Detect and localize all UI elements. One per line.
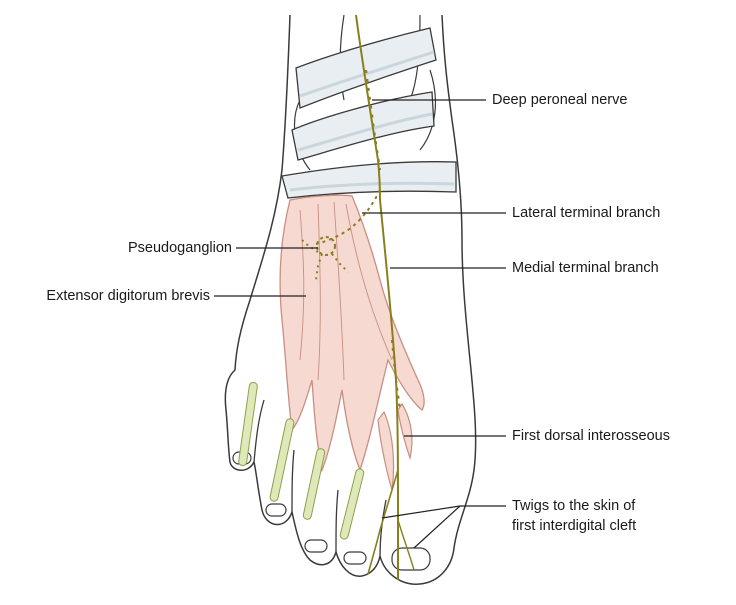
tendon-4 [339,468,365,540]
leader-lines [214,99,506,549]
retinacula [281,27,457,199]
deep-peroneal-nerve-dotted [364,69,382,171]
edb-fiber-1 [299,209,305,361]
edb-fiber-4 [345,203,393,361]
toenail-3 [304,539,328,553]
medial-terminal-branch [379,199,399,580]
deep-peroneal-nerve-group [315,14,415,580]
label-pseudoganglion: Pseudoganglion [127,240,232,256]
label-first-dorsal-interosseous: First dorsal interosseous [512,428,670,444]
inferior-retinaculum-upper-shade [297,112,433,152]
ankle-contour-right [419,69,437,151]
toenail-2 [265,503,287,517]
extensor-digitorum-brevis-muscle [279,194,425,473]
edb-fiber-3 [333,201,345,381]
superior-retinaculum [295,27,437,109]
label-twigs-line2: first interdigital cleft [512,518,637,534]
label-medial-terminal-branch: Medial terminal branch [512,260,659,276]
lateral-terminal-branch [315,189,381,245]
inferior-retinaculum-lower [281,161,457,199]
inferior-retinaculum-upper [291,91,435,161]
twig-branch-2 [397,519,415,571]
inferior-retinaculum-lower-shade [289,181,455,192]
toe-line-3 [335,489,339,553]
toenail-4 [343,551,367,565]
pseudoganglion-twig-3 [331,253,349,273]
pseudoganglion-group [299,236,349,281]
pseudoganglion [316,236,336,256]
toe-line-2 [291,449,295,513]
tendons [238,381,365,540]
pseudoganglion-twig-2 [315,253,323,281]
label-extensor-digitorum-brevis: Extensor digitorum brevis [46,288,210,304]
tendon-3 [302,448,326,520]
leader-twigs-2 [413,505,461,549]
toe-line-1 [253,399,265,463]
label-lateral-terminal-branch: Lateral terminal branch [512,205,661,221]
tendon-1 [238,381,258,467]
label-deep-peroneal-nerve: Deep peroneal nerve [492,92,628,108]
twig-branch-1 [367,469,399,575]
edb-belly [279,194,425,473]
edb-fiber-2 [317,203,321,381]
tendon-2 [269,418,295,502]
fdi-belly-2 [397,402,413,461]
toe-line-4 [379,499,387,557]
medial-branch-dotted [390,339,402,411]
first-dorsal-interosseous-muscle [377,402,413,491]
label-twigs-line1: Twigs to the skin of [512,498,636,514]
